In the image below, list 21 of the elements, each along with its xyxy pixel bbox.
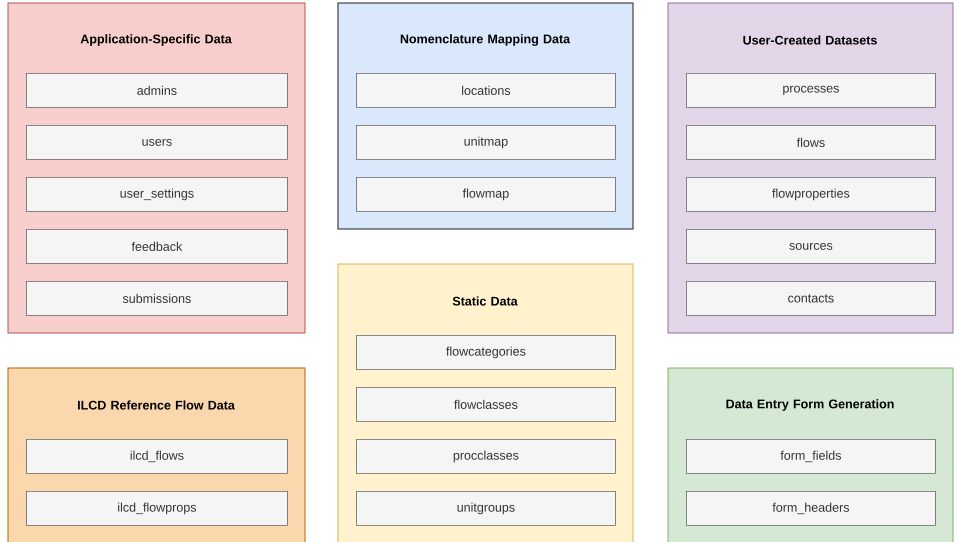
table-box: feedback <box>26 229 288 264</box>
table-box: flowclasses <box>356 387 616 422</box>
table-box: flowcategories <box>356 335 616 370</box>
table-box: submissions <box>26 281 288 316</box>
table-box: contacts <box>686 281 936 316</box>
table-box: ilcd_flows <box>26 439 288 474</box>
table-box: flowproperties <box>686 177 936 212</box>
table-box: flows <box>686 125 936 160</box>
table-box: ilcd_flowprops <box>26 491 288 526</box>
table-box: flowmap <box>356 177 616 212</box>
table-box: users <box>26 125 288 160</box>
table-box: unitgroups <box>356 491 616 526</box>
table-box: admins <box>26 73 288 108</box>
table-box: procclasses <box>356 439 616 474</box>
table-box: form_fields <box>686 439 936 474</box>
table-box: user_settings <box>26 177 288 212</box>
table-box: form_headers <box>686 491 936 526</box>
table-box: unitmap <box>356 125 616 160</box>
table-box: locations <box>356 73 616 108</box>
table-box: processes <box>686 73 936 108</box>
table-box: sources <box>686 229 936 264</box>
